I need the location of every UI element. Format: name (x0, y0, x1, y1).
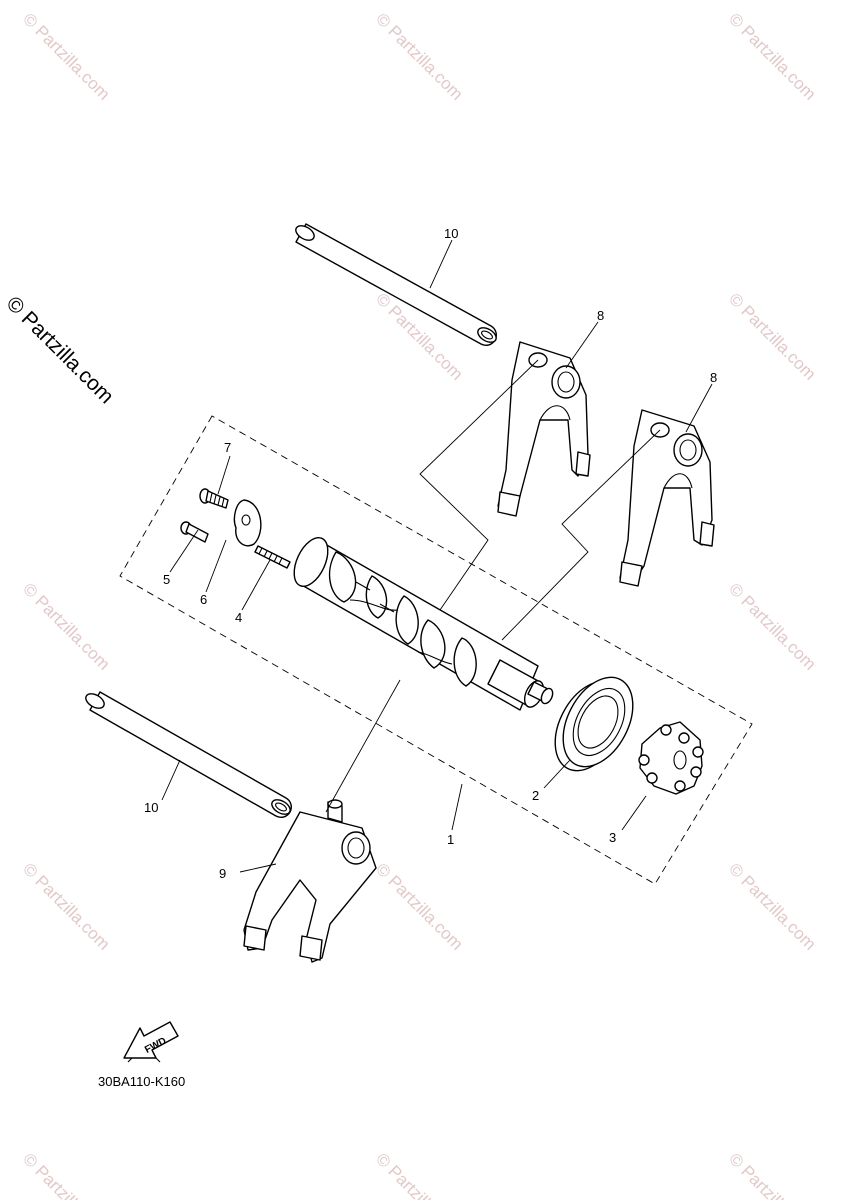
shift-fork-8-right (619, 409, 715, 587)
watermark: © Partzilla.com (725, 289, 819, 383)
callout-8-left: 8 (597, 308, 604, 323)
callout-8-right: 8 (710, 370, 717, 385)
watermark: © Partzilla.com (19, 859, 113, 953)
shift-drum-segment-3 (638, 721, 704, 795)
watermark: © Partzilla.com (372, 859, 466, 953)
shift-fork-8-left (497, 341, 591, 517)
callout-10-bottom: 10 (144, 800, 158, 815)
watermark: © Partzilla.com (725, 859, 819, 953)
bearing-2 (554, 676, 634, 772)
shift-shaft-bottom (85, 691, 292, 818)
watermark: © Partzilla.com (19, 1149, 113, 1200)
callout-10-top: 10 (444, 226, 458, 241)
watermark: © Partzilla.com (725, 1149, 819, 1200)
callout-4: 4 (235, 610, 242, 625)
callouts: 10 8 8 7 5 6 4 10 9 1 2 3 (144, 226, 717, 881)
pin-4 (254, 545, 291, 569)
shift-fork-9 (243, 799, 377, 963)
watermark: © Partzilla.com (19, 579, 113, 673)
watermark: © Partzilla.com (725, 579, 819, 673)
callout-7: 7 (224, 440, 231, 455)
callout-9: 9 (219, 866, 226, 881)
shift-shaft-top (295, 223, 497, 346)
assembly-boundary (119, 415, 753, 885)
callout-6: 6 (200, 592, 207, 607)
callout-2: 2 (532, 788, 539, 803)
callout-1: 1 (447, 832, 454, 847)
callout-5: 5 (163, 572, 170, 587)
watermark: © Partzilla.com (372, 1149, 466, 1200)
watermark: © Partzilla.com (372, 9, 466, 103)
bolt-5 (180, 521, 209, 543)
watermark: © Partzilla.com (19, 9, 113, 103)
diagram-code: 30BA110-K160 (98, 1074, 186, 1089)
segment-plate-6 (233, 499, 262, 547)
leader-lines (161, 239, 713, 873)
fwd-arrow-icon: FWD (123, 1021, 179, 1063)
watermark: © Partzilla.com (725, 9, 819, 103)
shift-drum-1 (293, 537, 554, 711)
screw-7 (199, 488, 229, 509)
callout-3: 3 (609, 830, 616, 845)
